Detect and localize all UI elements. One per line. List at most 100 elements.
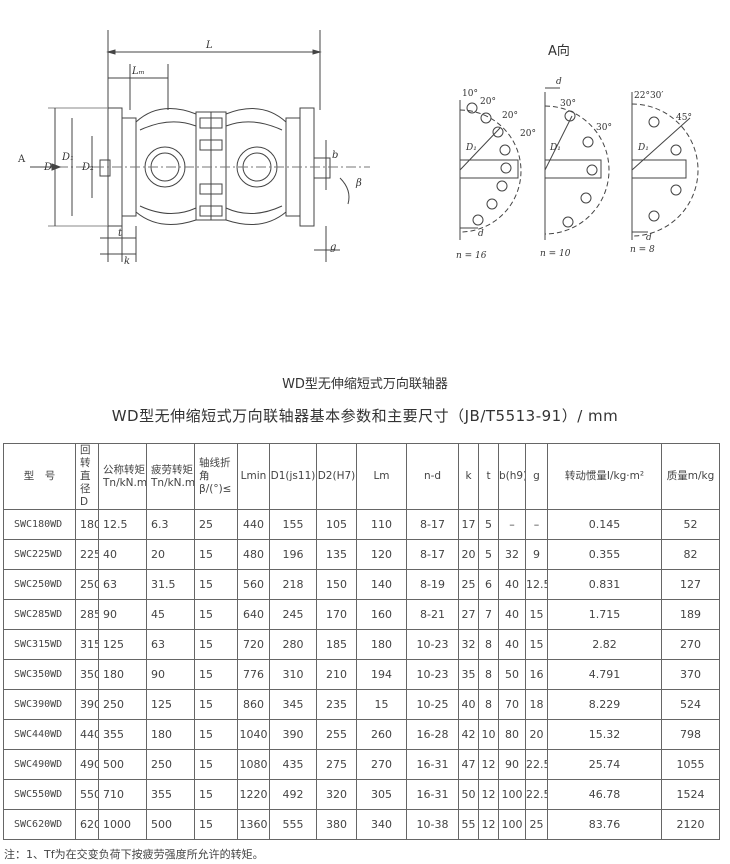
table-cell: 15 (194, 749, 238, 780)
table-cell: 55 (458, 809, 479, 840)
v1-angle-4: 20° (520, 129, 536, 139)
v3-label-D1: D₁ (637, 143, 649, 153)
table-cell: 10-23 (406, 659, 459, 690)
header-cell: k (458, 443, 479, 510)
table-cell: 63 (146, 629, 195, 660)
table-cell: 82 (661, 539, 720, 570)
table-cell: 1220 (237, 779, 270, 810)
table-cell: 210 (316, 659, 357, 690)
table-cell: 218 (269, 569, 317, 600)
table-cell: 235 (316, 689, 357, 720)
table-cell: 10-23 (406, 629, 459, 660)
table-cell: 70 (498, 689, 526, 720)
table-cell: 315 (75, 629, 99, 660)
label-Lm: Lₘ (131, 66, 145, 77)
table-cell: 32 (498, 539, 526, 570)
table-cell: 100 (498, 779, 526, 810)
table-cell: 15 (194, 779, 238, 810)
table-cell: 15 (525, 599, 548, 630)
table-cell: 63 (98, 569, 147, 600)
table-cell: 10 (478, 719, 499, 750)
table-cell: 1055 (661, 749, 720, 780)
table-cell: 15 (194, 629, 238, 660)
table-cell: 7 (478, 599, 499, 630)
table-cell: 255 (316, 719, 357, 750)
table-cell: 15 (194, 809, 238, 840)
table-cell: 105 (316, 509, 357, 540)
table-cell: 127 (661, 569, 720, 600)
table-cell: 170 (316, 599, 357, 630)
table-cell: 620 (75, 809, 99, 840)
v1-angle-2: 20° (480, 97, 496, 107)
table-cell: 16-28 (406, 719, 459, 750)
table-cell: 15.32 (547, 719, 662, 750)
table-cell: 50 (498, 659, 526, 690)
header-cell: 回转直径D (75, 443, 99, 510)
table-cell: 25 (194, 509, 238, 540)
header-cell: Lm (356, 443, 407, 510)
table-cell: 555 (269, 809, 317, 840)
table-cell: 12 (478, 749, 499, 780)
label-D1: D₁ (61, 152, 74, 163)
table-cell: 46.78 (547, 779, 662, 810)
table-row: SWC440WD44035518015104039025526016-28421… (3, 719, 720, 750)
v1-label-D1: D₁ (465, 143, 477, 153)
table-cell: 40 (498, 599, 526, 630)
v3-n-label: n = 8 (630, 245, 655, 255)
table-cell: 32 (458, 629, 479, 660)
table-cell: 1040 (237, 719, 270, 750)
table-cell: 1000 (98, 809, 147, 840)
table-cell: 15 (356, 689, 407, 720)
header-cell: g (525, 443, 548, 510)
table-cell: 15 (194, 689, 238, 720)
label-t: t (118, 228, 123, 239)
table-cell: 720 (237, 629, 270, 660)
table-cell: 1080 (237, 749, 270, 780)
table-row: SWC390WD390250125158603452351510-2540870… (3, 689, 720, 720)
model-cell: SWC350WD (3, 659, 76, 690)
v1-angle-3: 20° (502, 111, 518, 121)
table-row: SWC490WD49050025015108043527527016-31471… (3, 749, 720, 780)
table-cell: 390 (269, 719, 317, 750)
table-cell: 0.355 (547, 539, 662, 570)
table-cell: 0.831 (547, 569, 662, 600)
table-cell: 1524 (661, 779, 720, 810)
table-cell: 160 (356, 599, 407, 630)
table-cell: 50 (458, 779, 479, 810)
table-cell: 40 (458, 689, 479, 720)
label-b: b (332, 150, 338, 161)
table-cell: 8.229 (547, 689, 662, 720)
v1-angle-1: 10° (462, 89, 478, 99)
table-cell: 8 (478, 689, 499, 720)
table-cell: 270 (661, 629, 720, 660)
table-cell: 250 (146, 749, 195, 780)
v3-angle-1: 22°30′ (634, 91, 663, 101)
table-cell: – (525, 509, 548, 540)
table-cell: 5 (478, 509, 499, 540)
table-cell: 305 (356, 779, 407, 810)
table-cell: 42 (458, 719, 479, 750)
header-cell: 质量m/kg (661, 443, 720, 510)
table-caption: WD型无伸缩短式万向联轴器 (282, 377, 448, 392)
table-cell: 140 (356, 569, 407, 600)
table-cell: 45 (146, 599, 195, 630)
table-cell: 25 (458, 569, 479, 600)
v1-label-d: d (478, 229, 484, 239)
table-cell: 550 (75, 779, 99, 810)
table-cell: 83.76 (547, 809, 662, 840)
table-cell: 180 (75, 509, 99, 540)
header-cell: 轴线折角β/(°)≤ (194, 443, 238, 510)
table-cell: 180 (146, 719, 195, 750)
label-D: D (43, 162, 52, 173)
coupling-drawing: L Lₘ A D D₁ D₂ t k b β g A向 10° 20° 20° … (17, 30, 699, 267)
table-cell: 490 (75, 749, 99, 780)
table-cell: 15 (194, 569, 238, 600)
table-cell: 25.74 (547, 749, 662, 780)
table-cell: 10-38 (406, 809, 459, 840)
table-cell: 560 (237, 569, 270, 600)
table-cell: 798 (661, 719, 720, 750)
table-cell: 15 (194, 599, 238, 630)
table-cell: 250 (98, 689, 147, 720)
model-cell: SWC315WD (3, 629, 76, 660)
v2-angle-1: 30° (560, 99, 576, 109)
